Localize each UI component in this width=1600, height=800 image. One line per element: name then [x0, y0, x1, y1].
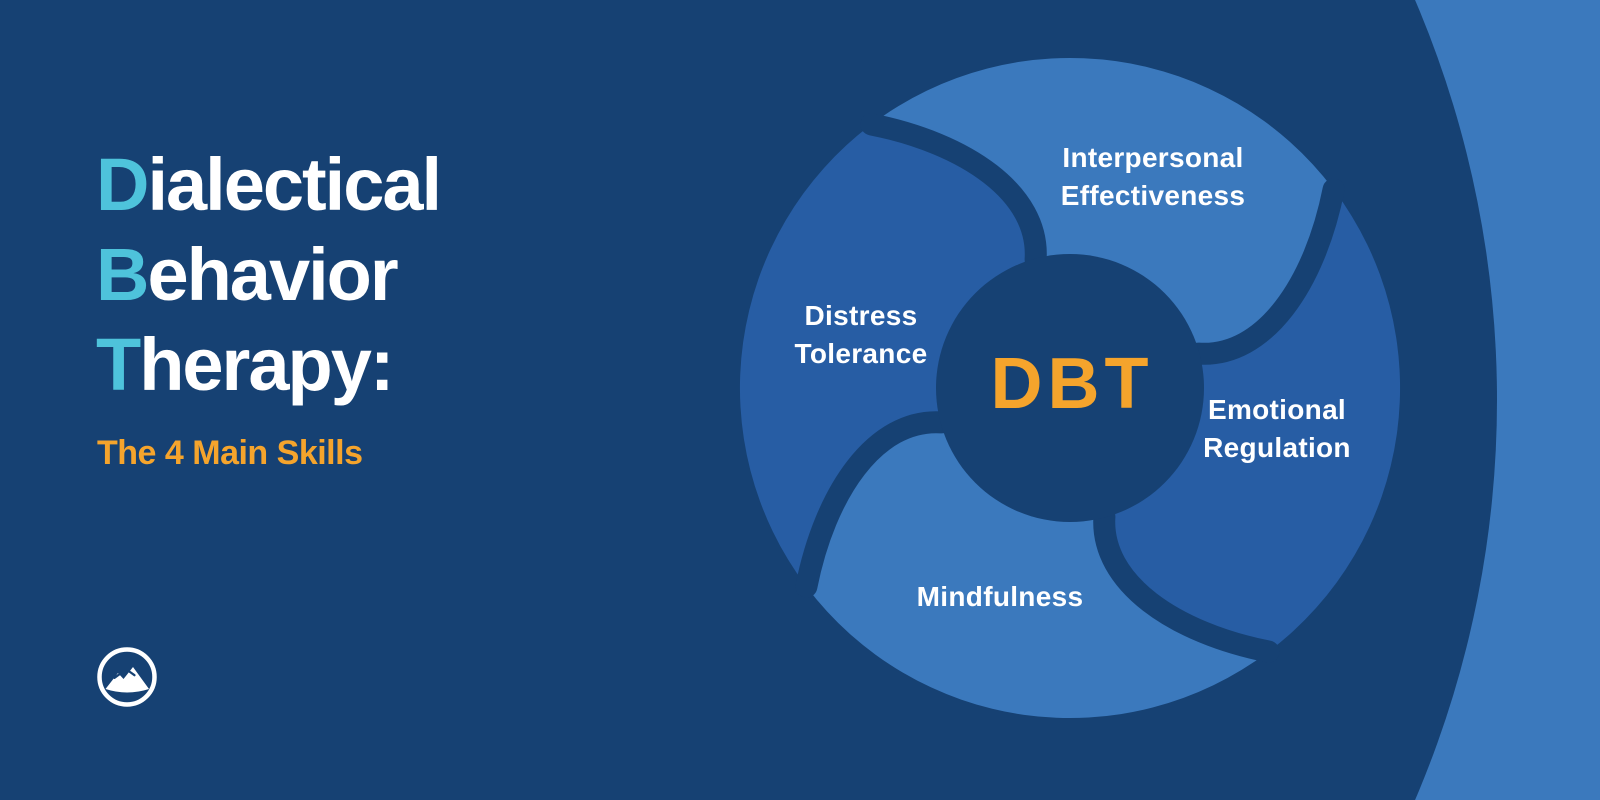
segment-label-interpersonal-effectiveness: Interpersonal Effectiveness	[1060, 142, 1246, 211]
blade-mindfulness	[806, 422, 1269, 719]
title-rest: ehavior	[147, 233, 398, 316]
blade-emotional-regulation	[1104, 189, 1401, 652]
title-line-2: Behavior	[96, 230, 440, 320]
title-rest: herapy:	[139, 323, 394, 406]
title-block: Dialectical Behavior Therapy:	[96, 140, 442, 410]
segment-label-emotional-regulation: Emotional Regulation	[1203, 394, 1351, 463]
title-line-3: Therapy:	[96, 320, 440, 410]
title-accent-letter: B	[96, 233, 149, 316]
title-rest: ialectical	[147, 143, 442, 226]
dbt-wheel	[739, 57, 1401, 719]
subtitle: The 4 Main Skills	[97, 434, 363, 472]
title-accent-letter: T	[96, 323, 141, 406]
wheel-gaps	[795, 113, 1345, 663]
segment-label-mindfulness: Mindfulness	[916, 581, 1084, 612]
wheel-hub	[936, 254, 1204, 522]
wheel-center-label: DBT	[990, 343, 1154, 424]
title-line-1: Dialectical	[96, 140, 442, 230]
blade-interpersonal-effectiveness	[871, 57, 1334, 354]
mountain-circle-icon	[97, 647, 157, 707]
blade-distress-tolerance	[739, 124, 1036, 587]
segment-label-distress-tolerance: Distress Tolerance	[794, 300, 928, 369]
title-accent-letter: D	[96, 143, 149, 226]
